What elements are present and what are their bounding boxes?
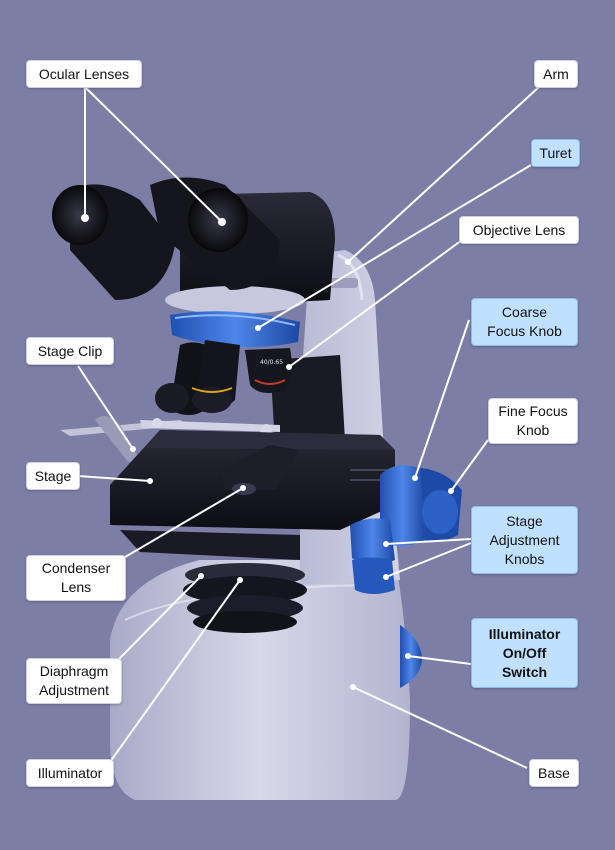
label-objective-lens: Objective Lens — [459, 216, 579, 244]
label-arm: Arm — [534, 60, 578, 88]
objectives-part: 40/0.65 — [155, 340, 292, 415]
label-illuminator: Illuminator — [26, 759, 114, 787]
leader-stage-clip — [77, 365, 134, 450]
label-stage-clip: Stage Clip — [26, 337, 114, 365]
label-base: Base — [529, 759, 579, 787]
leader-diaphragm — [117, 575, 202, 661]
leader-lines — [77, 85, 541, 769]
leader-illuminator — [109, 579, 241, 763]
label-ocular-lenses: Ocular Lenses — [26, 60, 142, 88]
label-illuminator-switch: Illuminator On/Off Switch — [471, 618, 578, 688]
stage-clip-part — [60, 416, 280, 462]
leader-stage — [77, 475, 151, 482]
objective-marking: 40/0.65 — [260, 359, 283, 366]
leader-objective — [288, 239, 463, 368]
stage-part — [110, 430, 395, 560]
label-stage: Stage — [26, 462, 80, 490]
leader-base — [352, 686, 528, 769]
leader-arm — [347, 85, 541, 263]
label-condenser-lens: Condenser Lens — [26, 555, 126, 601]
label-diaphragm-adjustment: Diaphragm Adjustment — [26, 658, 122, 704]
leader-stage-knob-upper — [385, 538, 472, 545]
focus-knobs-part — [380, 465, 462, 546]
label-coarse-focus-knob: Coarse Focus Knob — [471, 298, 578, 346]
label-stage-adjustment-knobs: Stage Adjustment Knobs — [471, 506, 578, 574]
label-turet: Turet — [531, 139, 580, 167]
leader-switch — [407, 655, 472, 665]
stage-knobs-part — [350, 518, 395, 594]
label-fine-focus-knob: Fine Focus Knob — [488, 398, 578, 444]
condenser-part — [183, 563, 307, 633]
leader-condenser — [119, 487, 244, 561]
turret-part — [170, 311, 300, 348]
leader-ocular-right — [84, 86, 223, 223]
leader-coarse-focus — [414, 319, 470, 479]
leader-turet — [257, 164, 532, 329]
leader-stage-knob-lower — [385, 542, 472, 578]
leader-fine-focus — [450, 439, 489, 492]
